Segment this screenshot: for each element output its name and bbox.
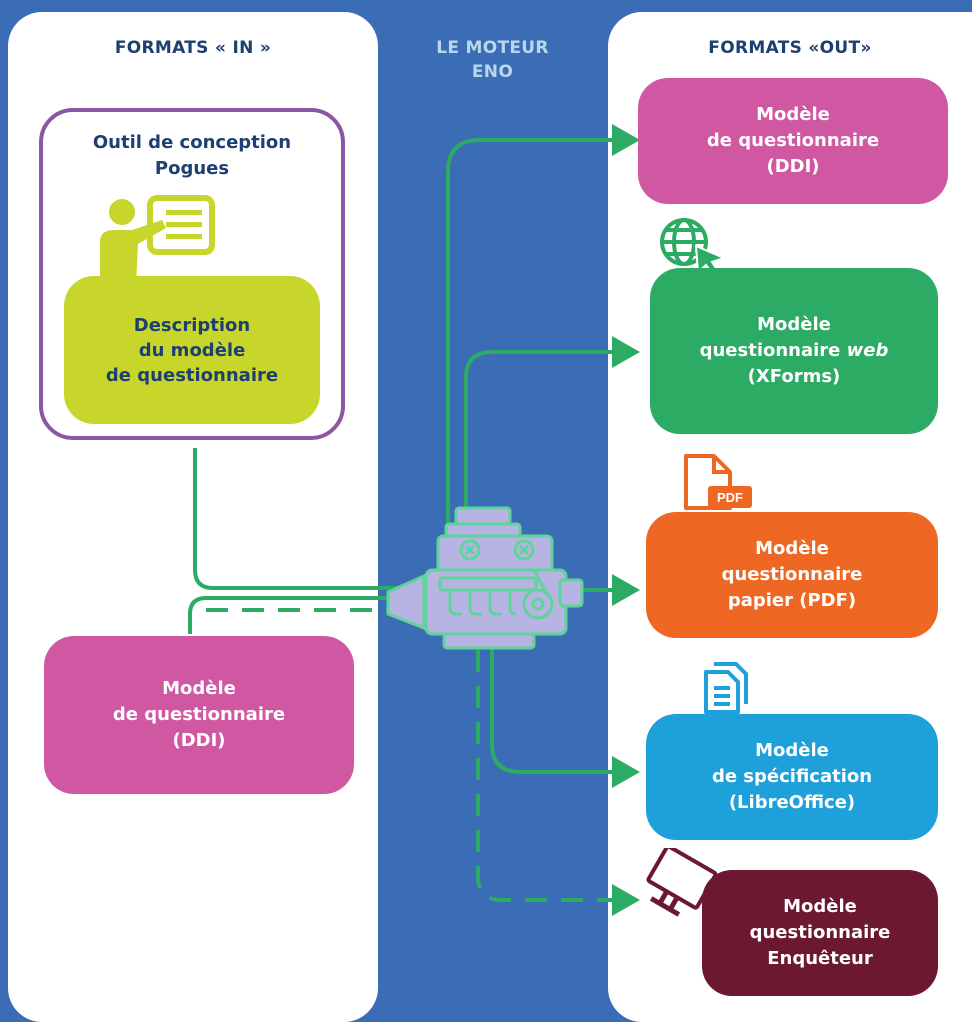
engine-to-ddi-line — [446, 138, 616, 540]
out-ddi-line3: (DDI) — [766, 156, 820, 177]
ddi-in-line3: (DDI) — [172, 730, 226, 751]
web-output-box: Modèle questionnaire web (XForms) — [650, 268, 938, 434]
pogues-to-engine-line — [193, 448, 400, 590]
out-web-line2: questionnaire web — [700, 338, 889, 364]
arrow-enq — [612, 884, 640, 916]
documents-icon — [704, 662, 748, 714]
pogues-title-line1: Outil de conception — [92, 132, 292, 153]
pdf-icon-label: PDF — [717, 490, 743, 505]
teacher-board-icon — [100, 195, 215, 284]
out-web-line1: Modèle — [757, 314, 831, 335]
pogues-title-line2: Pogues — [154, 158, 230, 179]
ddi-in-line1: Modèle — [162, 678, 236, 699]
engine-title-line1: LE MOTEUR — [436, 38, 549, 58]
formats-out-title: FORMATS «OUT» — [708, 38, 872, 58]
out-spec-line2: de spécification — [711, 766, 873, 787]
engine-to-enq-dashed-line — [476, 650, 616, 902]
out-spec-line3: (LibreOffice) — [728, 792, 856, 813]
out-pdf-line1: Modèle — [755, 538, 829, 559]
arrow-ddi — [612, 124, 640, 156]
arrow-pdf — [612, 574, 640, 606]
ddi-in-line2: de questionnaire — [112, 704, 286, 725]
engine-title-line2: ENO — [471, 62, 514, 82]
pdf-output-box: Modèle questionnaire papier (PDF) — [646, 512, 938, 638]
description-line1: Description — [133, 314, 251, 336]
out-enq-line1: Modèle — [783, 896, 857, 917]
globe-cursor-icon — [660, 218, 727, 276]
ddi-output-box: Modèle de questionnaire (DDI) — [638, 78, 948, 204]
out-spec-line1: Modèle — [755, 740, 829, 761]
out-pdf-line3: papier (PDF) — [727, 590, 857, 611]
description-line3: de questionnaire — [105, 364, 279, 386]
out-enq-line3: Enquêteur — [767, 948, 873, 969]
out-enq-line2: questionnaire — [749, 922, 891, 943]
engine-to-web-line — [464, 350, 616, 540]
engine-title: LE MOTEUR ENO — [400, 36, 585, 84]
description-line2: du modèle — [138, 339, 246, 361]
spec-output-box: Modèle de spécification (LibreOffice) — [646, 714, 938, 840]
pdf-file-icon: PDF — [684, 454, 752, 510]
out-ddi-line2: de questionnaire — [706, 130, 880, 151]
pogues-title: Outil de conception Pogues — [43, 130, 341, 182]
arrow-web — [612, 336, 640, 368]
out-web-line2a: questionnaire — [699, 340, 847, 361]
out-ddi-line1: Modèle — [756, 104, 830, 125]
arrow-spec — [612, 756, 640, 788]
ddi-to-engine-line — [188, 596, 400, 634]
enqueteur-output-box: Modèle questionnaire Enquêteur — [702, 870, 938, 996]
engine-to-spec-line — [490, 640, 616, 774]
formats-in-title: FORMATS « IN » — [114, 38, 272, 58]
out-pdf-line2: questionnaire — [721, 564, 863, 585]
ddi-input-box: Modèle de questionnaire (DDI) — [44, 636, 354, 794]
out-web-line2b: web — [846, 340, 889, 361]
engine-icon — [386, 506, 584, 650]
out-web-line3: (XForms) — [747, 366, 841, 387]
description-box: Description du modèle de questionnaire — [64, 276, 320, 424]
